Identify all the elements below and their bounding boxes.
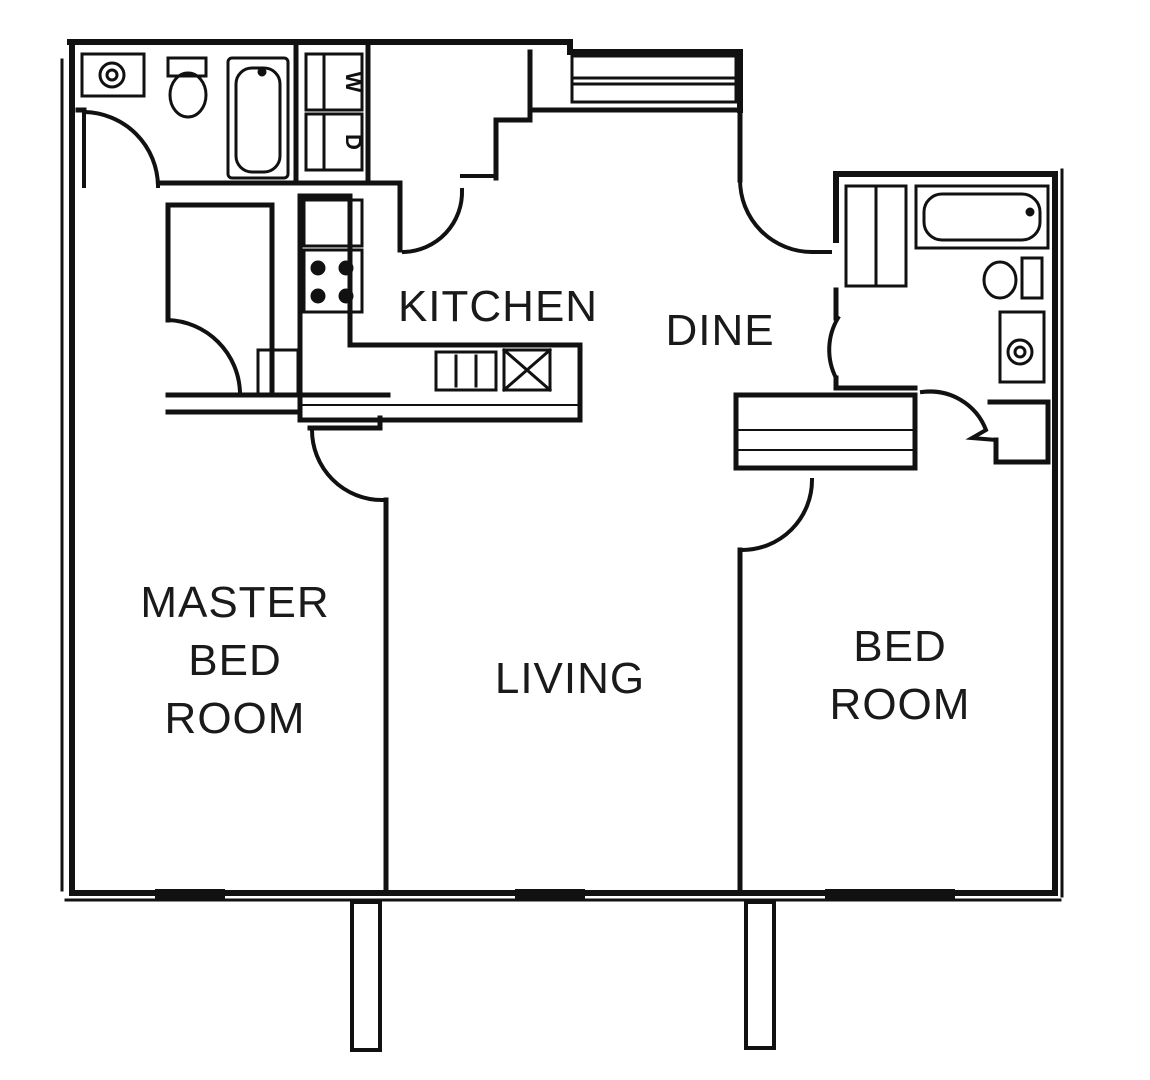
master-bath-fixtures — [80, 52, 290, 180]
dine-label: DINE — [665, 306, 775, 355]
bed-room-label-line1: BED — [853, 622, 947, 671]
second-bath-fixtures — [844, 184, 1050, 384]
interior-walls — [75, 43, 1051, 896]
kitchen-label: KITCHEN — [397, 282, 599, 331]
bed-room-label: BED ROOM — [790, 618, 1010, 734]
master-label-line1: MASTER — [140, 578, 330, 627]
master-label-line2: BED — [188, 636, 282, 685]
exterior-walls — [60, 39, 1064, 902]
washer-label: W — [341, 72, 366, 93]
door-swings — [81, 109, 999, 553]
washer-dryer — [304, 52, 364, 172]
bed-room-label-line2: ROOM — [829, 680, 971, 729]
master-label-line3: ROOM — [164, 694, 306, 743]
top-shelving — [570, 54, 738, 104]
dryer-label: D — [341, 134, 366, 150]
master-closet — [256, 348, 300, 398]
master-bed-room-label: MASTER BED ROOM — [110, 574, 360, 748]
kitchen-fixtures — [302, 198, 553, 393]
balcony-posts — [350, 900, 776, 1052]
living-label: LIVING — [494, 654, 646, 703]
